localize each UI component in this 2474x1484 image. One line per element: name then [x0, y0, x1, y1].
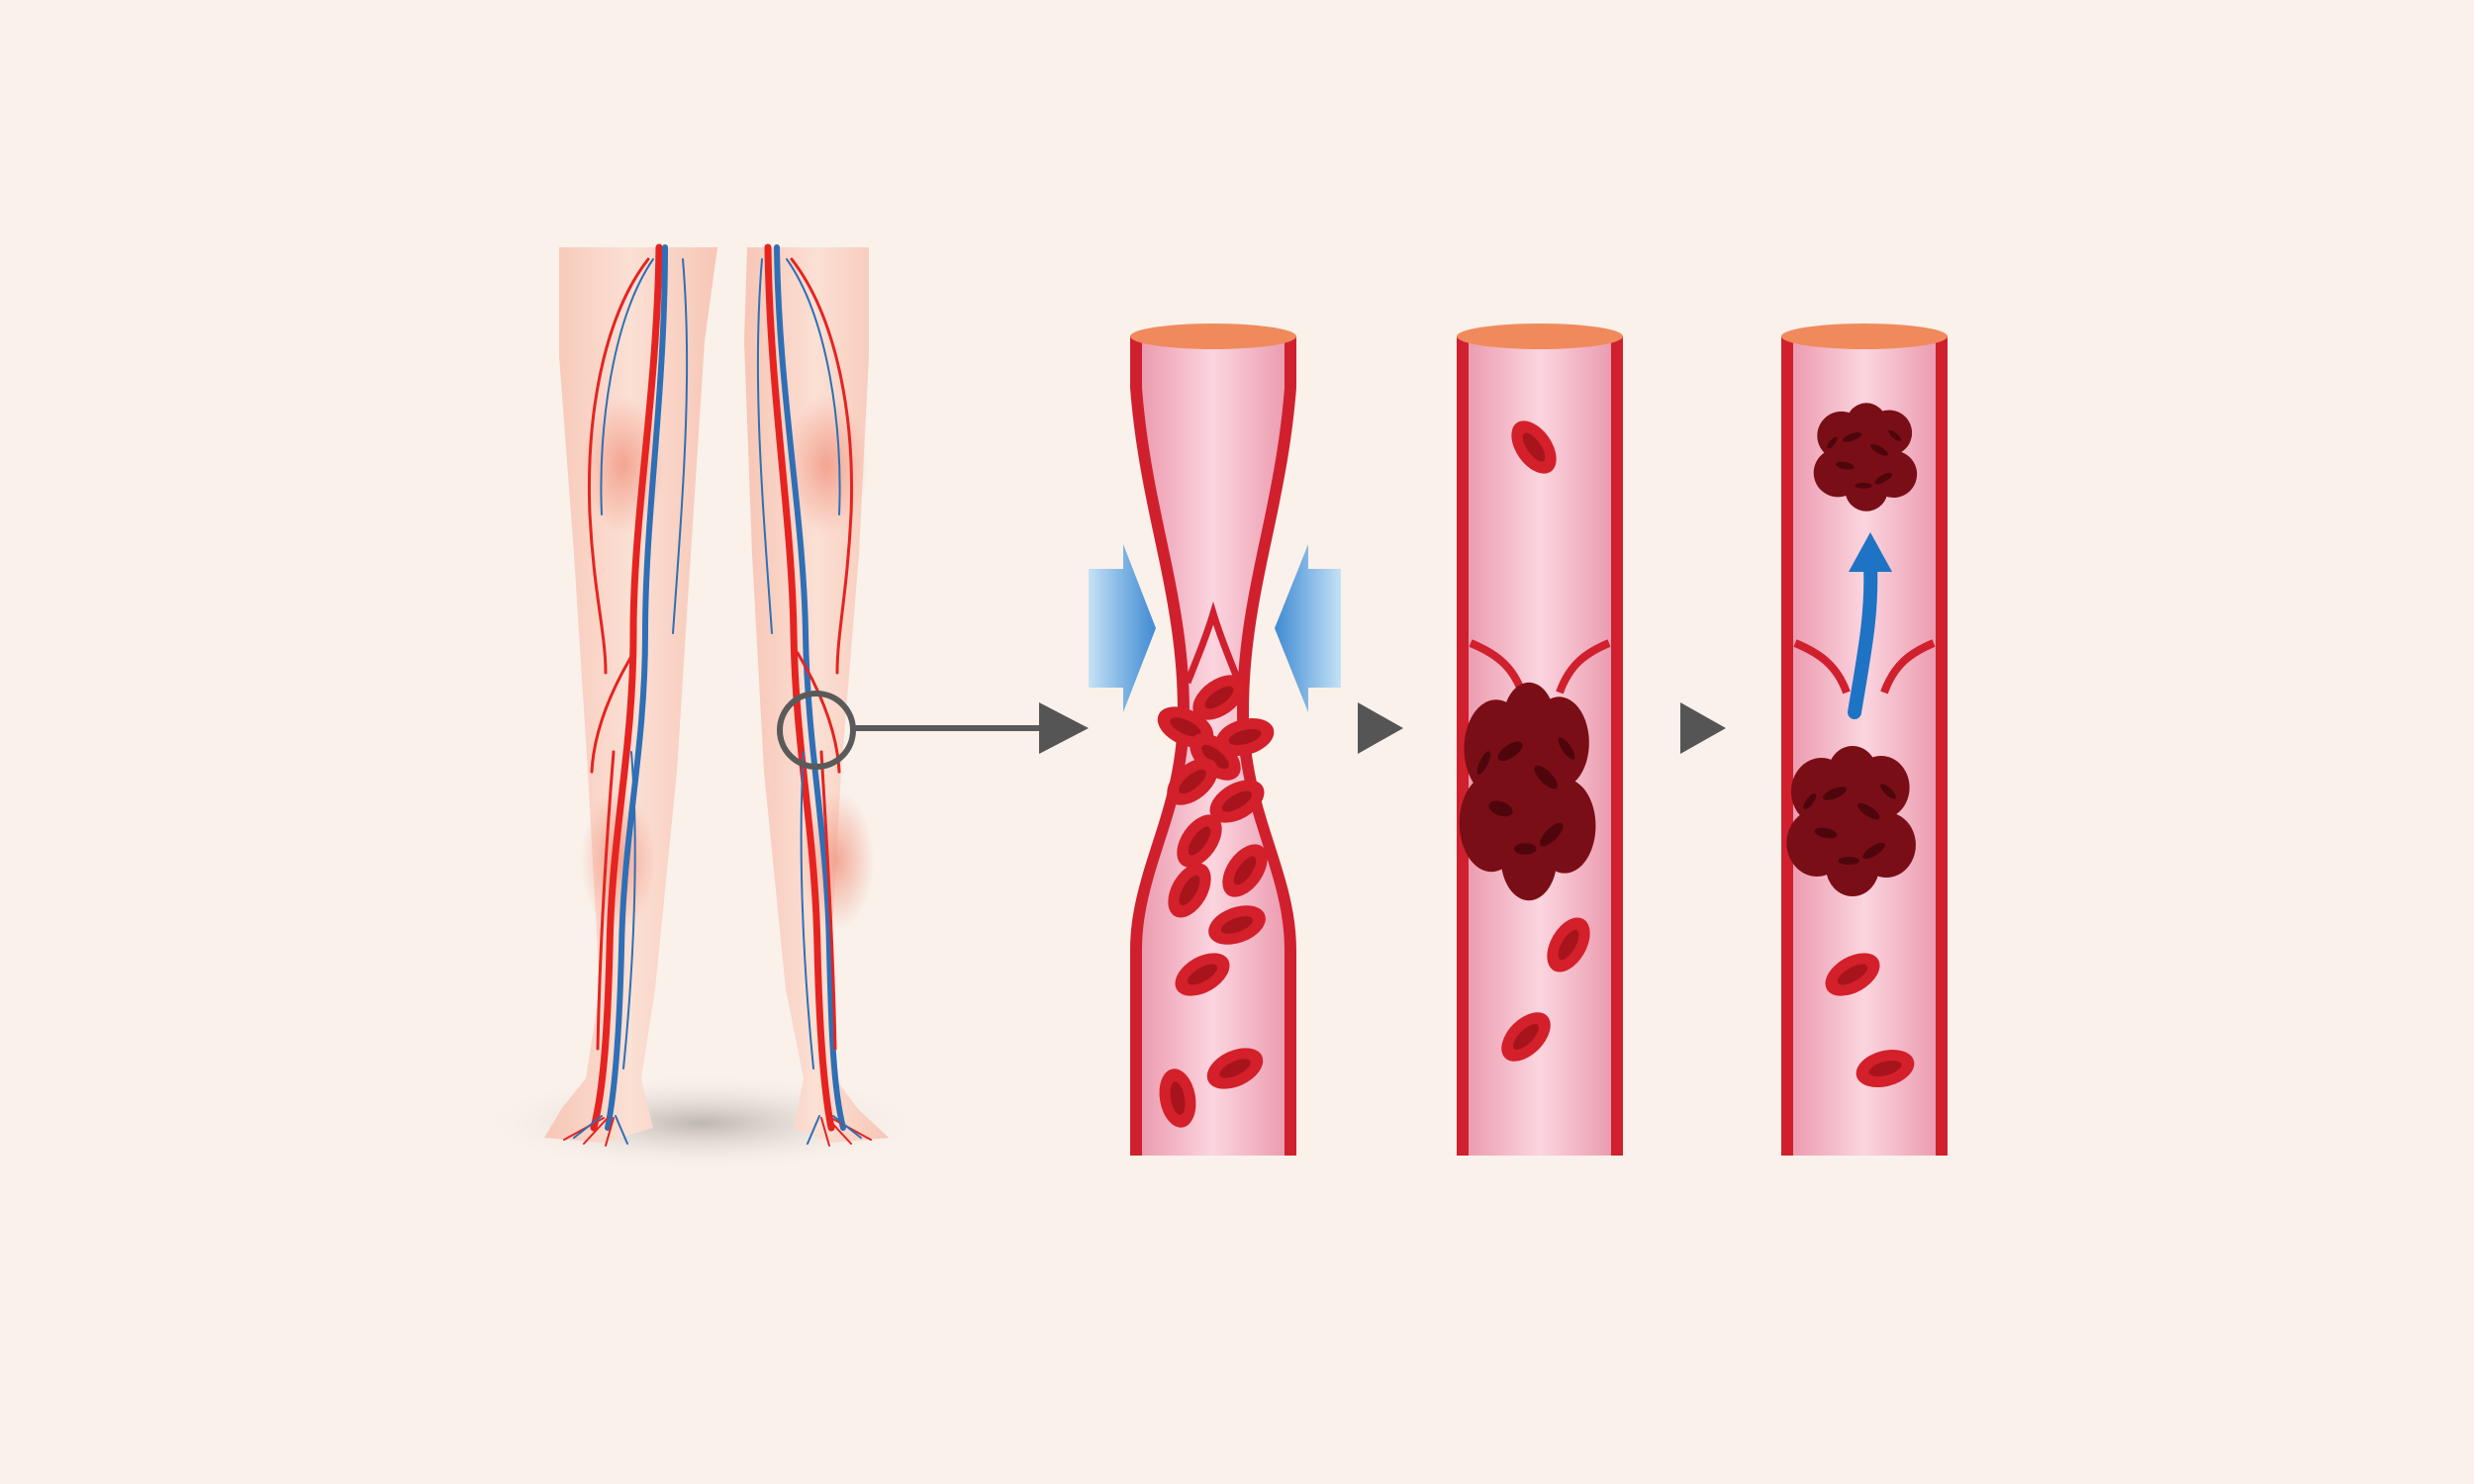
stage-1-rim: [1130, 324, 1296, 349]
left-leg-vessels: [563, 243, 689, 1147]
stage-3-embolus: [1813, 403, 1918, 511]
stage-3-lower-clot: [1786, 746, 1916, 896]
stage-3-rim: [1781, 324, 1948, 349]
vein-stage-2: [1457, 324, 1623, 1156]
vein-stage-3: [1781, 324, 1948, 1156]
stage-2-valve: [1469, 639, 1611, 695]
stage-1-valve: [1184, 601, 1243, 685]
left-calf-glow: [581, 791, 656, 930]
stage-3-valve: [1793, 639, 1936, 695]
up-arrow-icon: [1848, 532, 1892, 719]
triangle-right-icon: [1680, 702, 1726, 754]
vein-stage-1: [1089, 324, 1341, 1156]
triangle-right-icon: [1358, 702, 1403, 754]
magnifier-to-stage-1-arrow: [853, 702, 1089, 754]
legs-illustration: [480, 243, 925, 1172]
stage-2-clot: [1459, 682, 1596, 901]
right-thigh-glow: [785, 396, 868, 534]
compression-arrow-icon: [1089, 544, 1341, 712]
right-leg-vessels: [756, 243, 872, 1147]
stage-2-rim: [1457, 324, 1623, 349]
